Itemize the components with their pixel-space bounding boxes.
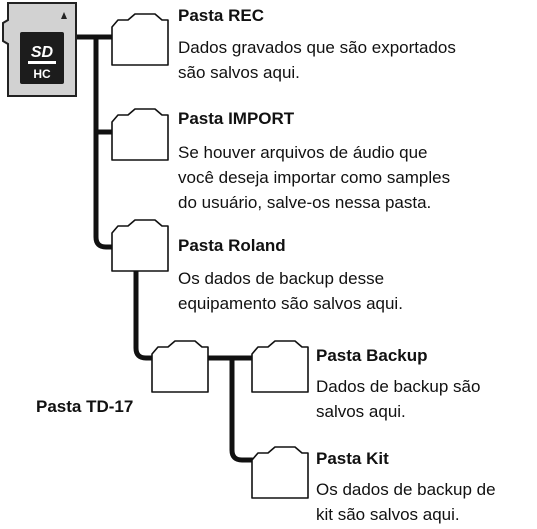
folder-icon bbox=[111, 13, 169, 66]
description-line: Os dados de backup desse bbox=[178, 269, 385, 288]
description-line: salvos aqui. bbox=[316, 402, 406, 421]
rec-folder-description: Dados gravados que são exportados são sa… bbox=[178, 35, 456, 85]
sd-logo-text: SD bbox=[31, 44, 54, 61]
kit-folder-description: Os dados de backup de kit são salvos aqu… bbox=[316, 477, 496, 527]
description-line: kit são salvos aqui. bbox=[316, 505, 460, 524]
backup-folder-title: Pasta Backup bbox=[316, 346, 428, 365]
tree-trunk-line bbox=[73, 34, 115, 250]
import-folder-title: Pasta IMPORT bbox=[178, 109, 295, 128]
description-line: do usuário, salve-os nessa pasta. bbox=[178, 193, 432, 212]
hc-logo-text: HC bbox=[33, 67, 51, 81]
kit-folder-title: Pasta Kit bbox=[316, 449, 389, 468]
folder-icon bbox=[251, 446, 309, 499]
tree-branch-backup-to-kit bbox=[229, 355, 255, 463]
folder-icon bbox=[251, 340, 309, 393]
folder-icon bbox=[111, 219, 169, 272]
description-line: Dados gravados que são exportados bbox=[178, 38, 456, 57]
roland-folder-description: Os dados de backup desse equipamento são… bbox=[178, 266, 403, 316]
backup-folder-description: Dados de backup são salvos aqui. bbox=[316, 374, 480, 424]
tree-branch-roland-to-td17 bbox=[133, 268, 155, 361]
description-line: equipamento são salvos aqui. bbox=[178, 294, 403, 313]
description-line: você deseja importar como samples bbox=[178, 168, 451, 187]
description-line: são salvos aqui. bbox=[178, 63, 300, 82]
description-line: Se houver arquivos de áudio que bbox=[178, 143, 428, 162]
rec-folder-title: Pasta REC bbox=[178, 6, 264, 25]
td17-folder-title: Pasta TD-17 bbox=[36, 397, 134, 416]
description-line: Os dados de backup de bbox=[316, 480, 496, 499]
sd-card-icon: SD HC bbox=[1, 2, 77, 97]
description-line: Dados de backup são bbox=[316, 377, 481, 396]
folder-icon bbox=[111, 108, 169, 161]
roland-folder-title: Pasta Roland bbox=[178, 236, 286, 255]
import-folder-description: Se houver arquivos de áudio que você des… bbox=[178, 140, 450, 215]
folder-icon bbox=[151, 340, 209, 393]
